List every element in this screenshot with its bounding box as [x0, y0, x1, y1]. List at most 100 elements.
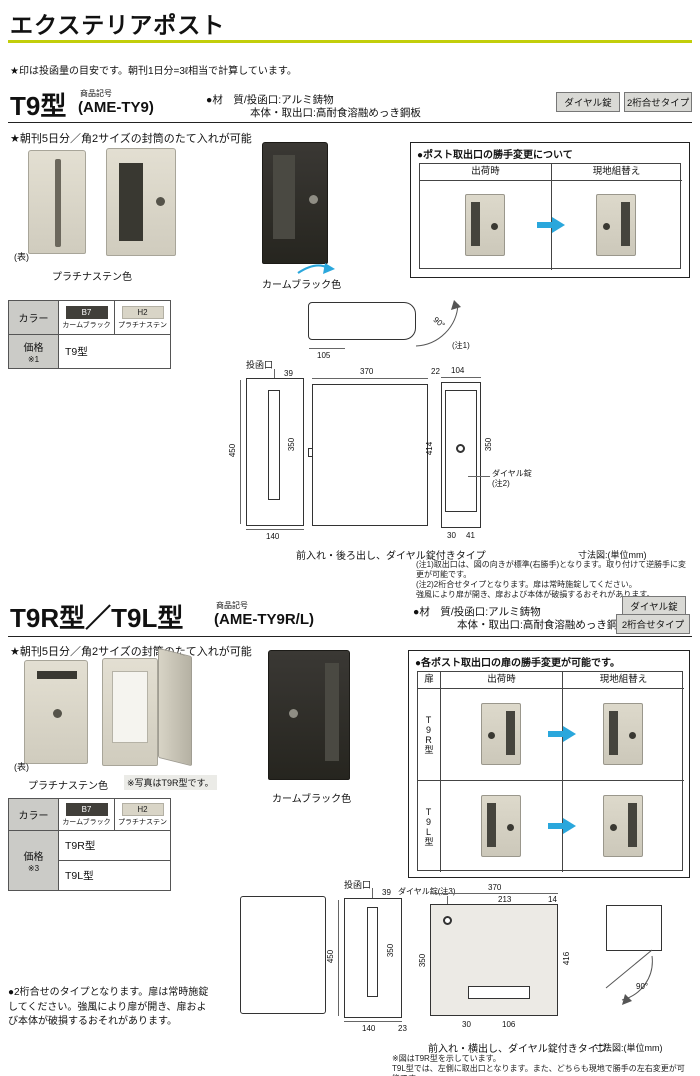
t9rl-row-r-label: T9R型: [423, 715, 434, 754]
price-label: 価格: [23, 852, 44, 863]
swatch-b7-chip: B7: [65, 305, 108, 319]
t9rl-r-shipping-icon: [481, 703, 521, 765]
t9rl-photo-open-door-icon: [158, 647, 192, 767]
t9-door-swing-arc-icon: [415, 300, 461, 347]
t9rl-fig-note-2: T9L型では、左側に取出口となります。また、どちらも現地で勝手の左右変更が可能で…: [392, 1064, 685, 1076]
t9rl-dial-label: ダイヤル錠(注3): [398, 887, 456, 896]
door-window-icon: [628, 803, 637, 847]
t9rl-title: T9R型／T9L型: [10, 603, 184, 633]
table-line: [418, 780, 684, 781]
t9-dial-icon: [456, 444, 465, 453]
t9rl-material-line1: ●材 質/投函口:アルミ鋳物: [413, 606, 541, 618]
t9rl-l-onsite-icon: [603, 795, 643, 857]
dim-30: 30: [447, 531, 456, 540]
dim-350: 350: [287, 437, 297, 452]
swatch-h2-chip: H2: [121, 802, 164, 816]
t9-latch: [308, 448, 313, 457]
swatch-b7-name: カームブラック: [62, 818, 111, 826]
t9rl-door-swing-icon: [605, 949, 653, 1005]
table-line: [562, 672, 563, 872]
door-window-icon: [621, 202, 630, 246]
t9-plan-note: (注1): [452, 341, 470, 350]
t9-handing-box: ●ポスト取出口の勝手変更について 出荷時 現地組替え: [410, 142, 690, 278]
t9-tag-two-digit: 2桁合せタイプ: [624, 92, 692, 112]
dim2-416: 416: [562, 951, 572, 966]
t9-price-header: 価格 ※1: [9, 335, 59, 369]
dim-line: [246, 529, 304, 530]
t9-divider: [8, 122, 692, 123]
dim2-350: 350: [386, 943, 396, 958]
t9-note-1: (注1)取出口は、図の向きが標準(右勝手)となります。取り付けて逆勝手に変更が可…: [416, 560, 687, 579]
t9rl-slot-label: 投函口: [344, 880, 372, 890]
t9rl-unit-note: 寸法図:(単位mm): [594, 1043, 663, 1053]
t9rl-photo-note: ※写真はT9R型です。: [124, 775, 217, 790]
dim-350b: 350: [484, 437, 494, 452]
door-window-icon: [471, 202, 480, 246]
dial-lock-icon: [629, 732, 636, 739]
t9-material-line2: 本体・取出口:高耐食溶融めっき鋼板: [250, 107, 421, 119]
t9rl-rear-view: [240, 896, 326, 1014]
t9-diagram-caption: 前入れ・後ろ出し、ダイヤル錠付きタイプ: [296, 551, 486, 562]
t9-photo-black-icon: [262, 142, 328, 264]
dim2-14: 14: [548, 895, 557, 904]
t9-title: T9型: [10, 91, 67, 121]
t9-swatch-h2: H2 プラチナステン: [115, 301, 171, 335]
t9-price-ref: ※1: [27, 355, 40, 364]
dim-39: 39: [284, 369, 293, 378]
t9rl-photo-platinum-front-icon: [24, 660, 88, 764]
dim-450: 450: [228, 443, 238, 458]
t9-slot-outline: [268, 390, 280, 500]
t9-slot-label: 投函口: [246, 360, 274, 370]
dial-lock-icon: [603, 223, 610, 230]
dim-line: [309, 348, 345, 349]
door-window-icon: [487, 803, 496, 847]
t9-photo-platinum-angle-icon: [106, 148, 176, 256]
t9-photo-platinum-front-icon: [28, 150, 86, 254]
t9rl-dial-icon: [443, 916, 452, 925]
dim-22: 22: [431, 367, 440, 376]
t9rl-price-ref: ※3: [27, 864, 40, 873]
mail-slot-icon: [325, 663, 339, 761]
dim2-90deg: 90°: [636, 982, 649, 991]
dial-lock-icon: [610, 824, 617, 831]
t9-color-header: カラー: [9, 301, 59, 335]
t9rl-swatch-h2: H2 プラチナステン: [115, 799, 171, 831]
table-line: [440, 672, 441, 872]
t9rl-star-note: ★朝刊5日分／角2サイズの封筒のたて入れが可能: [10, 646, 252, 658]
t9rl-model-l-cell: T9L型: [59, 861, 171, 891]
t9-plan-view: [308, 302, 416, 340]
handing-arrow-icon: [548, 726, 576, 742]
t9rl-handing-title: ●各ポスト取出口の扉の勝手変更が可能です。: [415, 658, 621, 669]
dim-140: 140: [266, 532, 280, 541]
t9-handing-title: ●ポスト取出口の勝手変更について: [417, 150, 573, 161]
page-title: エクステリアポスト: [10, 12, 226, 38]
t9rl-slot-open: [468, 986, 530, 999]
dim-41: 41: [466, 531, 475, 540]
dial-lock-icon: [507, 824, 514, 831]
t9rl-photo-black-icon: [268, 650, 350, 780]
dim2-213: 213: [498, 895, 512, 904]
swatch-b7-chip: B7: [65, 802, 108, 816]
dim2-450: 450: [326, 949, 336, 964]
open-interior-icon: [112, 671, 148, 743]
door-swing-arrow-icon: [297, 263, 335, 274]
t9rl-side-view: [606, 905, 662, 951]
mail-slot-icon: [37, 671, 77, 679]
dial-lock-icon: [488, 732, 495, 739]
dim-line: [441, 377, 481, 378]
t9rl-handing-box: ●各ポスト取出口の扉の勝手変更が可能です。 扉 出荷時 現地組替え T9R型 T…: [408, 650, 690, 878]
t9-star-note: ★朝刊5日分／角2サイズの封筒のたて入れが可能: [10, 133, 252, 145]
t9-unit-note: 寸法図:(単位mm): [578, 550, 647, 560]
dim-line: [430, 893, 558, 894]
t9rl-col-shipping: 出荷時: [487, 674, 516, 685]
price-label: 価格: [23, 343, 44, 354]
dim-414: 414: [425, 441, 435, 456]
t9rl-material-line2: 本体・取出口:高耐食溶融めっき鋼板: [457, 619, 628, 631]
dim-line: [240, 380, 241, 524]
t9rl-r-onsite-icon: [603, 703, 643, 765]
t9-code-label: 商品記号: [80, 89, 112, 98]
t9-code: (AME-TY9): [78, 99, 154, 116]
t9-swatch-b7: B7 カームブラック: [59, 301, 115, 335]
dim2-39: 39: [382, 888, 391, 897]
dim-104: 104: [451, 366, 465, 375]
